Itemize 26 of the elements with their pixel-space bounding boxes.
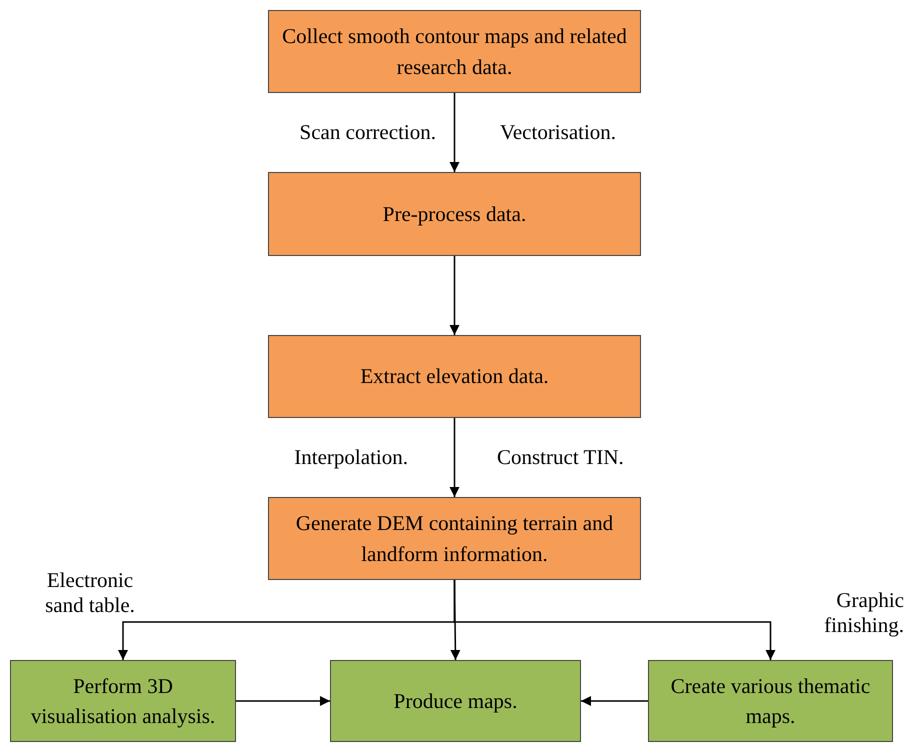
process-box: [268, 497, 641, 580]
arrow: [450, 256, 460, 335]
step-note: Construct TIN.: [497, 445, 625, 470]
step-note: Scan correction.: [298, 120, 436, 146]
arrow: [450, 418, 460, 497]
step-note: Vectorisation.: [500, 120, 618, 146]
step-note: Graphic finishing.: [823, 588, 904, 638]
process-box: [10, 660, 236, 742]
step-note: Interpolation.: [293, 445, 408, 470]
box-text: Collect smooth contour maps and related research data.: [281, 23, 628, 80]
box-text: Create various thematic maps.: [670, 672, 872, 730]
process-box: [648, 660, 893, 742]
arrow: [450, 93, 460, 172]
process-box: [268, 172, 641, 256]
step-note: Electronic sand table.: [44, 568, 136, 618]
process-box: [268, 10, 641, 93]
arrow: [581, 696, 648, 706]
process-box: [268, 335, 641, 418]
box-text: Perform 3D visualisation analysis.: [30, 672, 216, 730]
process-box: [330, 660, 581, 742]
box-text: Produce maps.: [394, 688, 518, 715]
box-text: Pre-process data.: [382, 200, 526, 228]
box-text: Extract elevation data.: [360, 363, 549, 390]
box-text: Generate DEM containing terrain and landform information.: [294, 510, 614, 568]
arrow: [454, 580, 776, 660]
arrow: [236, 696, 330, 706]
